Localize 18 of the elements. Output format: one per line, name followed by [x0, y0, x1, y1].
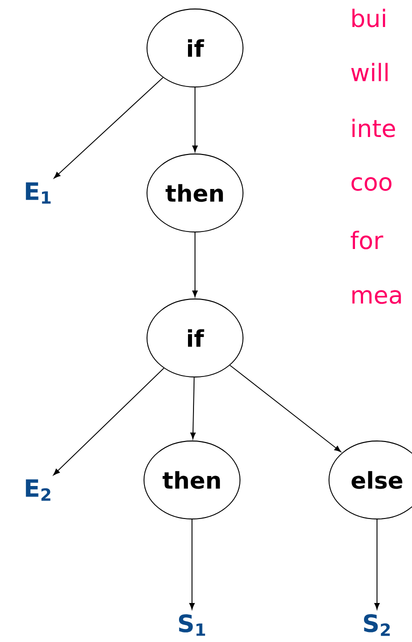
arrow — [54, 77, 164, 178]
note-text: for — [350, 230, 384, 250]
symbol-label: E$_{2}$ — [26, 479, 50, 501]
note-text: inte — [352, 118, 395, 138]
arrow — [374, 519, 380, 610]
note-text: bui — [352, 8, 386, 28]
arrow — [53, 368, 164, 476]
arrow — [192, 87, 198, 152]
note-text: will — [351, 62, 388, 82]
note-text: coo — [352, 177, 392, 191]
symbol-label: S$_{2}$ — [364, 614, 390, 636]
symbol-label: E$_{1}$ — [26, 182, 51, 204]
arrow — [192, 232, 198, 298]
note-text: mea — [352, 290, 401, 304]
arrow — [230, 364, 341, 452]
arrow — [190, 377, 196, 440]
arrow — [189, 519, 195, 610]
symbol-label: S$_{1}$ — [179, 614, 206, 636]
